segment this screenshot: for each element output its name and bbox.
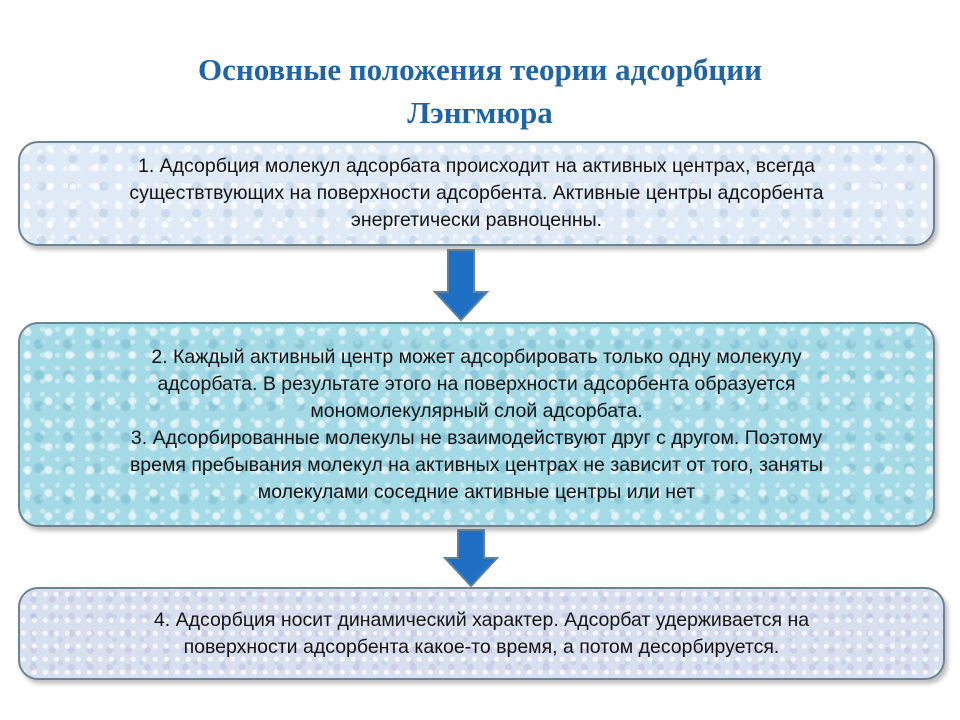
step-3-line-1: 3. Адсорбированные молекулы не взаимодей…: [130, 426, 823, 449]
step-2-line-2: адсорбата. В результате этого на поверхн…: [157, 372, 796, 395]
step-2-line-1: 2. Каждый активный центр может адсорбиро…: [151, 345, 802, 368]
step-box-4: 4. Адсорбция носит динамический характер…: [18, 587, 945, 680]
step-box-1: 1. Адсорбция молекул адсорбата происходи…: [18, 141, 935, 246]
step-3-line-2: время пребывания молекул на активных цен…: [129, 453, 824, 476]
title-line-1: Основные положения теории адсорбции: [198, 52, 762, 87]
step-1-line-1: 1. Адсорбция молекул адсорбата происходи…: [137, 155, 815, 177]
step-4-line-2: поверхности адсорбента какое-то время, а…: [183, 635, 780, 658]
down-arrow-icon: [433, 249, 489, 322]
step-4-text: 4. Адсорбция носит динамический характер…: [154, 607, 809, 661]
step-1-text: 1. Адсорбция молекул адсорбата происходи…: [129, 153, 823, 234]
step-4-line-1: 4. Адсорбция носит динамический характер…: [153, 608, 810, 631]
down-arrow-icon: [443, 529, 499, 588]
step-box-2: 2. Каждый активный центр может адсорбиро…: [18, 322, 935, 527]
page-title: Основные положения теории адсорбции Лэнг…: [0, 48, 960, 134]
step-2-line-3: мономолекулярный слой адсорбата.: [310, 399, 643, 422]
step-1-line-2: существтвующих на поверхности адсорбента…: [129, 182, 824, 204]
step-1-line-3: энергетически равноценны.: [350, 209, 603, 231]
title-line-2: Лэнгмюра: [407, 95, 553, 130]
step-2-text: 2. Каждый активный центр может адсорбиро…: [130, 344, 823, 506]
step-3-line-3: молекулами соседние активные центры или …: [257, 480, 696, 503]
